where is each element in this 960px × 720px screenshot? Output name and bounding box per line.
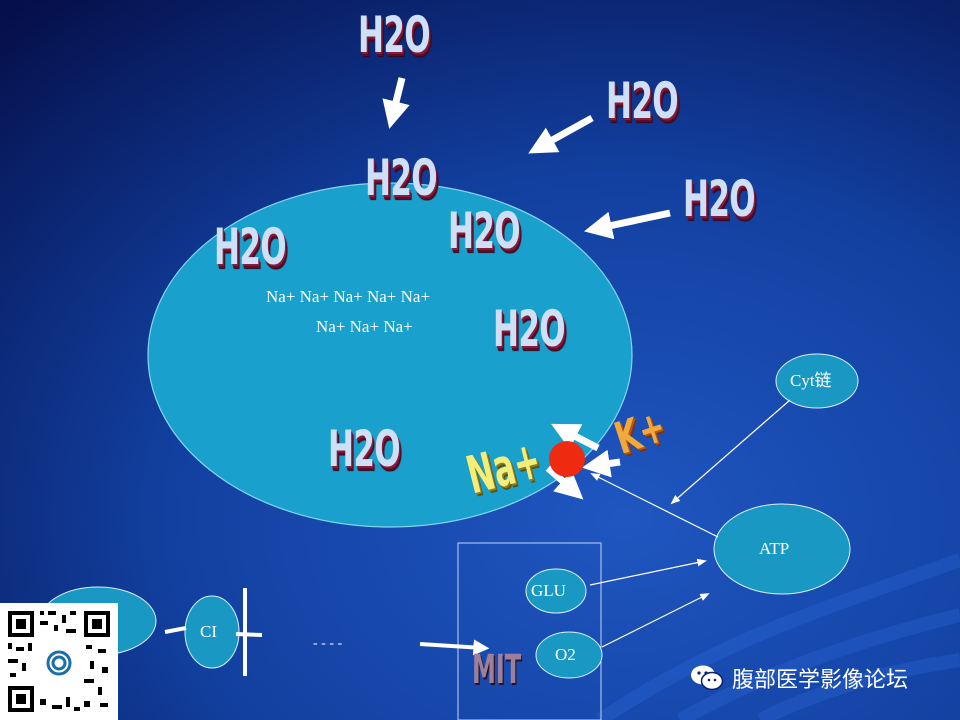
- node-o2: [535, 631, 603, 679]
- background-streaks: [596, 553, 960, 720]
- h2o-label-top: H2O: [358, 6, 431, 64]
- h2o-label-inside-bottom: H2O: [328, 420, 401, 478]
- arrow-k-in-lower: [581, 449, 621, 478]
- watermark: 腹部医学影像论坛: [690, 662, 908, 694]
- node-glu: [525, 568, 587, 614]
- h2o-label-upper-right: H2O: [606, 72, 679, 130]
- arrow-o2-to-atp: [601, 593, 710, 648]
- qr-code-image: [0, 603, 118, 720]
- arrow-to-mit: [419, 639, 490, 656]
- inhibition-marks: [164, 588, 263, 676]
- arrow-k-in-upper: [551, 423, 600, 452]
- na-ions-row-1: Na+ Na+ Na+ Na+ Na+: [266, 287, 431, 306]
- arrow-water-top: [382, 77, 410, 129]
- dashes: - - - -: [313, 636, 343, 651]
- link-ci-out: [235, 632, 263, 637]
- pump-arrows: [545, 423, 621, 500]
- na-k-pump-dot: [549, 441, 585, 477]
- node-cyt-chain: [775, 353, 859, 409]
- link-a-to-ci: [164, 626, 187, 634]
- arrow-cyt-to-atp: [670, 399, 791, 505]
- cyt-chain-label: Cyt链: [790, 371, 832, 390]
- cell-body: [147, 182, 633, 528]
- arrow-glu-to-atp: [589, 558, 707, 586]
- watermark-text: 腹部医学影像论坛: [732, 668, 909, 693]
- mitochondria-box: [457, 542, 602, 720]
- node-atp: [713, 503, 851, 595]
- pathway-arrows: [589, 399, 791, 648]
- h2o-label-right: H2O: [683, 170, 756, 228]
- wechat-icon: [691, 665, 724, 691]
- arrow-atp-to-pump: [590, 473, 719, 538]
- atp-label: ATP: [759, 539, 790, 558]
- h2o-label-inside-center: H2O: [448, 202, 521, 260]
- node-ci: [184, 595, 240, 669]
- glu-label: GLU: [531, 581, 566, 600]
- h2o-label-inside-top: H2O: [365, 149, 438, 207]
- na-ions-row-2: Na+ Na+ Na+: [316, 317, 413, 336]
- arrow-na-out: [545, 465, 584, 500]
- arrow-water-right: [584, 209, 671, 240]
- h2o-label-inside-right: H2O: [493, 300, 566, 358]
- arrow-water-upper-right: [528, 114, 594, 154]
- mit-label: MIT: [472, 647, 522, 693]
- ci-label: CI: [200, 622, 217, 641]
- o2-label: O2: [555, 645, 576, 664]
- water-influx-arrows: [382, 77, 671, 240]
- h2o-label-inside-left: H2O: [214, 218, 287, 276]
